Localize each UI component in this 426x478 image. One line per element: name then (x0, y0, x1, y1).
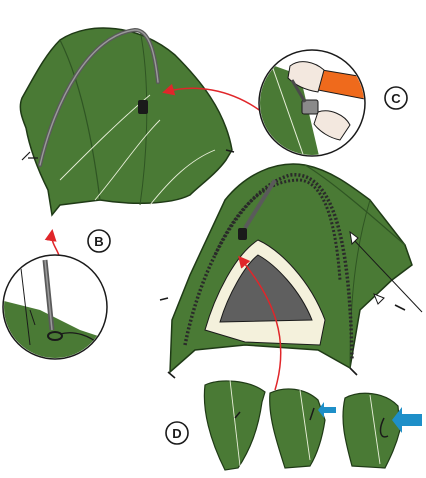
tent-erected (160, 164, 422, 378)
label-d: D (172, 426, 181, 441)
detail-d-step-1 (204, 380, 265, 470)
detail-d-step-3 (343, 393, 422, 468)
tent-body-top-left (20, 28, 234, 215)
label-c: C (391, 91, 401, 106)
label-b: B (94, 234, 103, 249)
pole-clip-erected (238, 228, 247, 240)
inset-c (258, 50, 370, 160)
pole-clip-top (138, 100, 148, 114)
inset-b (0, 255, 110, 370)
detail-d-step-2 (270, 389, 336, 468)
